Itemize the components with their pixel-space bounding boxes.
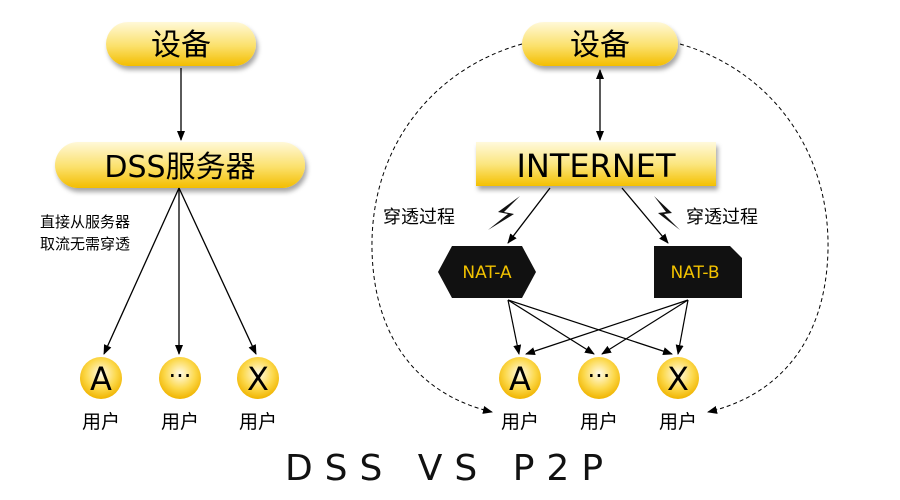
right-user-x: X 用户 — [657, 357, 699, 433]
left-server-label: DSS服务器 — [104, 150, 255, 185]
left-user-a-circle — [80, 357, 122, 399]
left-user-a-letter: A — [90, 360, 112, 398]
lightning-right-icon — [654, 196, 680, 230]
left-user-mid-letter: ··· — [169, 362, 192, 390]
internet-to-nat-b-arrow — [621, 187, 669, 244]
internet-label: INTERNET — [516, 147, 676, 185]
left-user-mid-circle — [159, 357, 201, 399]
right-user-mid: ··· 用户 — [578, 357, 620, 433]
nat-a-to-user-x-arrow — [507, 299, 673, 355]
right-dashed-direct-path — [679, 43, 829, 414]
left-note-line1: 直接从服务器 — [40, 213, 130, 231]
left-note-line2: 取流无需穿透 — [40, 235, 130, 253]
left-user-mid-label: 用户 — [161, 411, 199, 433]
left-dss-section: 设备 DSS服务器 直接从服务器 取流无需穿透 A 用户 ··· 用户 X — [40, 22, 305, 433]
left-device-label: 设备 — [151, 28, 211, 63]
traverse-right-label: 穿透过程 — [686, 207, 758, 228]
nat-b-shape — [654, 246, 742, 298]
left-server-to-user-a-arrow — [103, 187, 180, 355]
traverse-left-label: 穿透过程 — [383, 207, 455, 228]
right-user-mid-letter: ··· — [588, 362, 611, 390]
nat-a-label: NAT-A — [462, 263, 512, 283]
left-dashed-direct-path — [371, 43, 523, 414]
left-user-x-label: 用户 — [239, 411, 277, 433]
nat-a-shape — [438, 246, 536, 298]
right-user-x-label: 用户 — [659, 411, 697, 433]
nat-b-node: NAT-B — [654, 246, 742, 298]
right-user-x-letter: X — [667, 360, 689, 398]
nat-b-to-user-mid-arrow — [601, 299, 689, 355]
nat-a-to-user-mid-arrow — [507, 299, 595, 355]
right-user-x-circle — [657, 357, 699, 399]
left-user-x: X 用户 — [237, 357, 279, 433]
left-user-mid: ··· 用户 — [159, 357, 201, 433]
left-device-node: 设备 — [106, 22, 256, 66]
right-p2p-section: 设备 INTERNET 穿透过程 穿透过程 NAT-A NAT-B — [371, 22, 829, 433]
right-user-mid-label: 用户 — [580, 411, 618, 433]
right-user-mid-circle — [578, 357, 620, 399]
right-user-a-circle — [499, 357, 541, 399]
lightning-left-icon — [488, 196, 520, 230]
left-server-node: DSS服务器 — [55, 142, 305, 188]
nat-b-to-user-a-arrow — [525, 299, 689, 355]
nat-b-to-user-x-arrow — [675, 299, 689, 355]
left-user-x-letter: X — [247, 360, 269, 398]
right-device-label: 设备 — [570, 28, 630, 63]
nat-a-to-user-a-arrow — [507, 299, 522, 355]
right-user-a-letter: A — [509, 360, 531, 398]
left-user-a: A 用户 — [80, 357, 122, 433]
right-device-node: 设备 — [522, 22, 678, 66]
left-user-a-label: 用户 — [82, 411, 120, 433]
internet-to-nat-a-arrow — [507, 187, 551, 244]
footer-title: DSS VS P2P — [284, 448, 616, 489]
right-user-a: A 用户 — [499, 357, 541, 433]
left-server-to-user-x-arrow — [178, 187, 257, 355]
internet-node: INTERNET — [476, 142, 716, 186]
right-user-a-label: 用户 — [501, 411, 539, 433]
nat-b-label: NAT-B — [670, 263, 719, 283]
left-user-x-circle — [237, 357, 279, 399]
nat-a-node: NAT-A — [438, 246, 536, 298]
